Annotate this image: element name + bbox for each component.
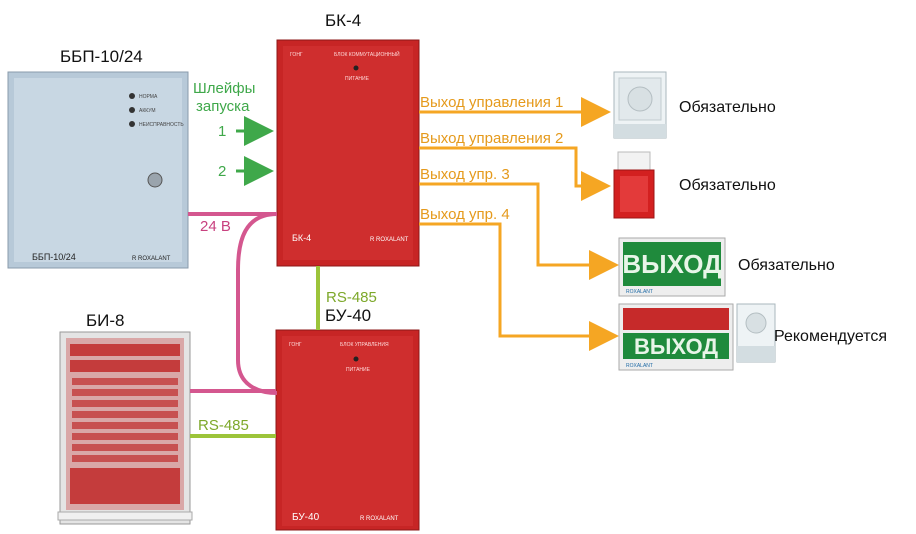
- output-3-label: Выход упр. 3: [420, 166, 510, 183]
- siren-icon: [613, 151, 655, 219]
- led-norma: [129, 93, 135, 99]
- bu40-power-label: ПИТАНИЕ: [346, 367, 371, 373]
- led-label-akkum: АККУМ: [139, 108, 156, 114]
- loop-2-label: 2: [218, 163, 226, 180]
- output-4-label: Выход упр. 4: [420, 206, 510, 223]
- bk4-power-label: ПИТАНИЕ: [345, 76, 370, 82]
- bk4-block-name: БЛОК КОММУТАЦИОННЫЙ: [334, 50, 400, 58]
- bu40-title: БУ-40: [325, 306, 371, 325]
- bk4-power-led: [353, 65, 359, 71]
- led-display: [623, 308, 729, 330]
- bu40-device: ГОНГ БЛОК УПРАВЛЕНИЯ ПИТАНИЕ БУ-40 R ROX…: [275, 329, 420, 531]
- lock-icon: [147, 172, 163, 188]
- bk4-caption: БК-4: [292, 233, 311, 243]
- exit-sign-text: ВЫХОД: [622, 249, 722, 279]
- exit-sign-with-display: ВЫХОД ROXALANT: [618, 303, 734, 371]
- output-2-line: [419, 146, 611, 201]
- speaker-small-icon: [736, 303, 776, 363]
- power-label: 24 В: [200, 218, 231, 235]
- led-label-fault: НЕИСПРАВНОСТЬ: [139, 122, 184, 128]
- bu40-brand: R ROXALANT: [360, 516, 399, 522]
- bbp-device: НОРМА АККУМ НЕИСПРАВНОСТЬ ББП-10/24 R RO…: [7, 71, 189, 269]
- bi8-device: [57, 331, 193, 525]
- loops-title-line2: запуска: [196, 98, 250, 115]
- speaker-icon: [613, 71, 667, 139]
- exit-sign-2-text: ВЫХОД: [634, 334, 718, 359]
- bbp-title: ББП-10/24: [60, 47, 143, 66]
- output-1-note: Обязательно: [679, 99, 776, 116]
- output-1-label: Выход управления 1: [420, 94, 563, 111]
- bi8-indicator-rows: [72, 378, 178, 462]
- exit-sign: ВЫХОД ROXALANT: [618, 237, 726, 297]
- exit-sign-brand: ROXALANT: [626, 289, 653, 295]
- bbp-caption: ББП-10/24: [32, 252, 76, 262]
- output-3-note: Обязательно: [738, 257, 835, 274]
- rs485-top-label: RS-485: [326, 289, 377, 306]
- led-label-norma: НОРМА: [139, 94, 158, 100]
- exit-sign-2-brand: ROXALANT: [626, 363, 653, 369]
- bu40-power-led: [353, 356, 359, 362]
- loops-title-line1: Шлейфы: [193, 80, 255, 97]
- loop-1-label: 1: [218, 123, 226, 140]
- output-2-note: Обязательно: [679, 177, 776, 194]
- output-4-line: [419, 222, 619, 351]
- bk4-gong: ГОНГ: [290, 52, 303, 58]
- bu40-gong: ГОНГ: [289, 342, 302, 348]
- led-fault: [129, 121, 135, 127]
- bbp-brand: R ROXALANT: [132, 256, 171, 262]
- output-2-label: Выход управления 2: [420, 130, 563, 147]
- bk4-title: БК-4: [325, 11, 361, 30]
- led-akkum: [129, 107, 135, 113]
- bk4-brand: R ROXALANT: [370, 237, 409, 243]
- bi8-title: БИ-8: [86, 311, 125, 330]
- rs485-left-label: RS-485: [198, 417, 249, 434]
- output-4-note: Рекомендуется: [774, 328, 887, 345]
- power-line-24v: [188, 212, 278, 395]
- output-lines: [419, 97, 619, 351]
- output-3-line: [419, 182, 619, 280]
- bu40-block-name: БЛОК УПРАВЛЕНИЯ: [340, 342, 389, 348]
- bu40-caption: БУ-40: [292, 512, 320, 523]
- bk4-device: ГОНГ БЛОК КОММУТАЦИОННЫЙ ПИТАНИЕ БК-4 R …: [276, 39, 420, 267]
